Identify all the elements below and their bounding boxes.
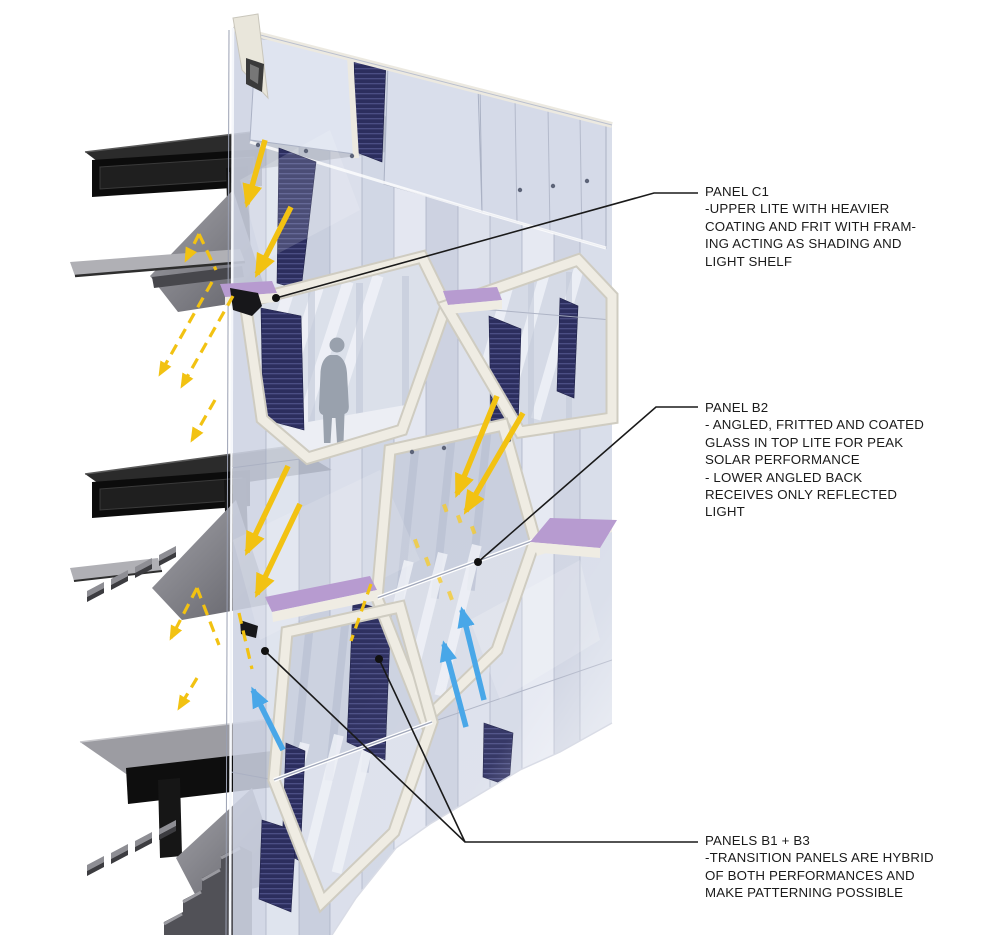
light-shelf [443, 287, 502, 314]
stairs-level-3 [87, 820, 176, 876]
light-shelf [530, 518, 617, 558]
leader-dots [261, 294, 482, 663]
callout-line: COATING AND FRIT WITH FRAM- [705, 218, 917, 234]
stairs-level-2 [87, 546, 176, 602]
leader-panels-b1-b3-branch [378, 658, 466, 843]
mullion-bolts [255, 142, 590, 455]
callout-line: GLASS IN TOP LITE FOR PEAK [705, 434, 904, 450]
callout-line: RECEIVES ONLY REFLECTED [705, 487, 898, 503]
callout-title: PANEL C1 [705, 184, 770, 199]
callout-line: -UPPER LITE WITH HEAVIER [705, 201, 890, 217]
leader-panel-b2 [477, 406, 698, 563]
callout-panels-b1-b3: PANELS B1 + B3 -TRANSITION PANELS ARE HY… [705, 832, 941, 902]
callout-title: PANELS B1 + B3 [705, 833, 810, 848]
shelf-clamp [230, 288, 262, 316]
hexagon-fold-seams [273, 538, 536, 782]
callout-line: LIGHT [705, 504, 745, 520]
callout-panel-c1: PANEL C1 -UPPER LITE WITH HEAVIER COATIN… [705, 183, 941, 270]
person-head [329, 337, 345, 353]
navy-shading-panel [353, 54, 387, 163]
callout-line: - ANGLED, FRITTED AND COATED [705, 417, 924, 433]
callout-line: SOLAR PERFORMANCE [705, 452, 860, 468]
callout-line: LIGHT SHELF [705, 253, 793, 269]
callout-panel-b2: PANEL B2 - ANGLED, FRITTED AND COATED GL… [705, 399, 941, 521]
callout-line: OF BOTH PERFORMANCES AND [705, 867, 915, 883]
person-silhouette [318, 355, 349, 443]
reflected-light-arrows [250, 606, 487, 752]
top-shading-band [249, 37, 607, 250]
callout-line: ING ACTING AS SHADING AND [705, 236, 902, 252]
light-shelves [220, 281, 617, 638]
leader-panel-c1 [275, 192, 698, 299]
callout-line: - LOWER ANGLED BACK [705, 469, 863, 485]
leader-lines [264, 192, 698, 843]
direct-sunlight-arrows [242, 139, 526, 598]
callout-title: PANEL B2 [705, 400, 769, 415]
callout-line: MAKE PATTERNING POSSIBLE [705, 885, 904, 901]
wall-edges [225, 13, 613, 935]
diffuse-light-arrows [158, 233, 373, 711]
callout-line: -TRANSITION PANELS ARE HYBRID [705, 850, 934, 866]
light-shelf [265, 576, 378, 622]
